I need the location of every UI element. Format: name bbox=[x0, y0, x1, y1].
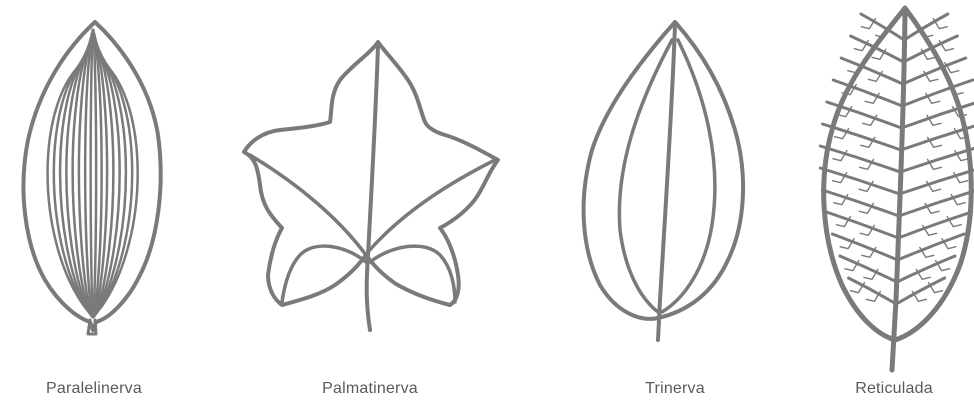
caption-reticulada: Reticulada bbox=[814, 380, 974, 398]
paralelinerva-veins bbox=[48, 30, 138, 318]
palmatinerva-right-vein bbox=[368, 160, 495, 252]
caption-trinerva: Trinerva bbox=[595, 380, 755, 398]
palmatinerva-lower-left-vein bbox=[282, 246, 366, 302]
secondary-vein bbox=[849, 278, 897, 304]
parallel-vein bbox=[93, 30, 96, 317]
trinerva-midrib bbox=[658, 25, 675, 340]
parallel-vein bbox=[91, 30, 93, 318]
palmatinerva-left-vein bbox=[250, 155, 366, 255]
paralelinerva-leaf-drawing bbox=[23, 22, 160, 334]
reticulada-veins bbox=[820, 14, 974, 304]
palmatinerva-leaf-drawing bbox=[244, 42, 498, 330]
trinerva-leaf-drawing bbox=[584, 22, 743, 340]
caption-paralelinerva: Paralelinerva bbox=[14, 380, 174, 398]
palmatinerva-midrib bbox=[367, 45, 378, 330]
caption-palmatinerva: Palmatinerva bbox=[290, 380, 450, 398]
reticulada-leaf-drawing bbox=[820, 8, 974, 370]
trinerva-right-vein bbox=[662, 40, 715, 312]
